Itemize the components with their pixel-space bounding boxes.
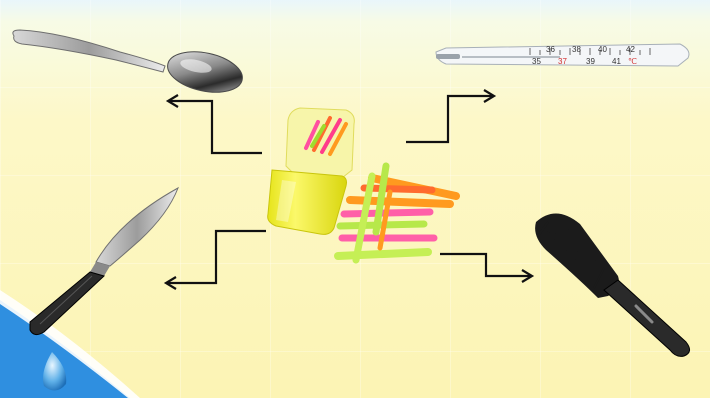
thermo-tick-40: 40 <box>598 45 607 54</box>
knife-icon <box>30 188 178 335</box>
comb-icon <box>535 213 689 356</box>
arrow-to-thermometer <box>406 90 494 142</box>
thermo-tick-39: 39 <box>586 57 595 66</box>
spoon-icon <box>13 30 246 98</box>
sticks-icon <box>338 166 456 260</box>
arrow-to-knife <box>166 231 266 289</box>
thermo-unit: ℃ <box>628 57 637 66</box>
thermo-tick-41: 41 <box>612 57 621 66</box>
thermo-tick-38: 38 <box>572 45 581 54</box>
thermo-tick-35: 35 <box>532 57 541 66</box>
thermometer-icon: 36 38 40 42 35 37 39 41 ℃ <box>436 44 689 66</box>
thermo-tick-36: 36 <box>546 45 555 54</box>
arrow-to-spoon <box>168 95 262 153</box>
arrow-to-comb <box>440 254 532 282</box>
thermo-tick-42: 42 <box>626 45 635 54</box>
thermo-tick-37: 37 <box>558 57 567 66</box>
